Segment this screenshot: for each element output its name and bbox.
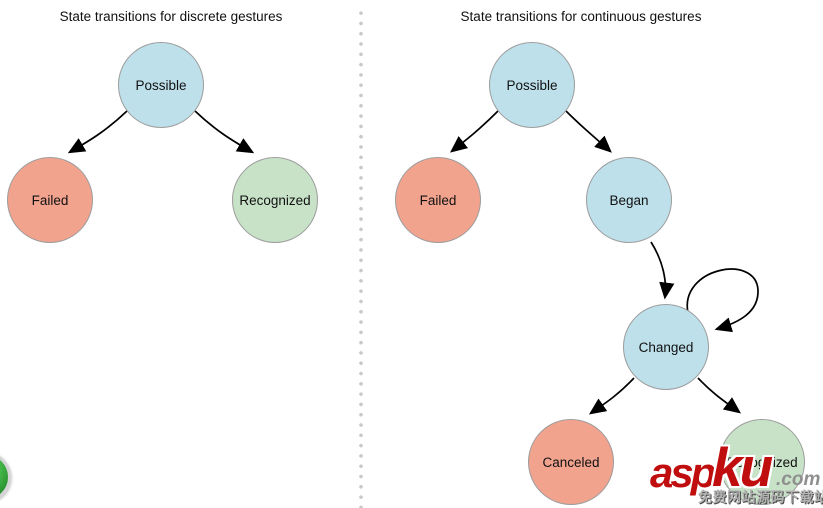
arrow-changed-to-canceled [588,377,635,415]
state-node-recognized-discrete: Recognized [232,157,318,243]
state-node-possible-continuous: Possible [489,42,575,128]
state-node-label: Began [609,192,649,208]
state-node-label: Possible [506,77,558,93]
green-dot-icon [0,452,11,502]
watermark-brand-main: asp [650,449,716,496]
state-node-label: Changed [638,339,694,355]
state-node-recognized-continuous: Recognized [719,419,805,505]
state-node-failed-continuous: Failed [395,157,481,243]
state-node-label: Canceled [542,454,600,470]
arrow-left-possible-to-failed [67,110,128,154]
state-node-began: Began [586,157,672,243]
arrow-left-possible-to-recognized [194,110,255,154]
arrow-right-possible-to-failed [449,110,499,153]
state-node-changed: Changed [623,304,709,390]
watermark-brand-accent: ku [712,436,773,498]
state-node-canceled: Canceled [528,419,614,505]
state-node-label: Recognized [239,192,311,208]
arrow-right-possible-to-began [565,110,612,153]
dotted-divider [359,8,363,508]
state-node-possible-discrete: Possible [118,42,204,128]
arrow-began-to-changed [650,241,675,300]
watermark-tagline: 免费网站源码下载站! [698,489,823,505]
watermark-brand-suffix: .com [776,469,821,490]
state-node-label: Failed [31,192,69,208]
watermark: asp ku .com 免费网站源码下载站! [650,440,823,508]
state-node-label: Possible [135,77,187,93]
state-node-label: Failed [419,192,457,208]
left-diagram-title: State transitions for discrete gestures [59,9,283,24]
state-node-failed-discrete: Failed [7,157,93,243]
right-diagram-title: State transitions for continuous gesture… [460,9,702,24]
state-node-label: Recognized [726,454,798,470]
arrow-changed-to-recognized [697,377,742,414]
